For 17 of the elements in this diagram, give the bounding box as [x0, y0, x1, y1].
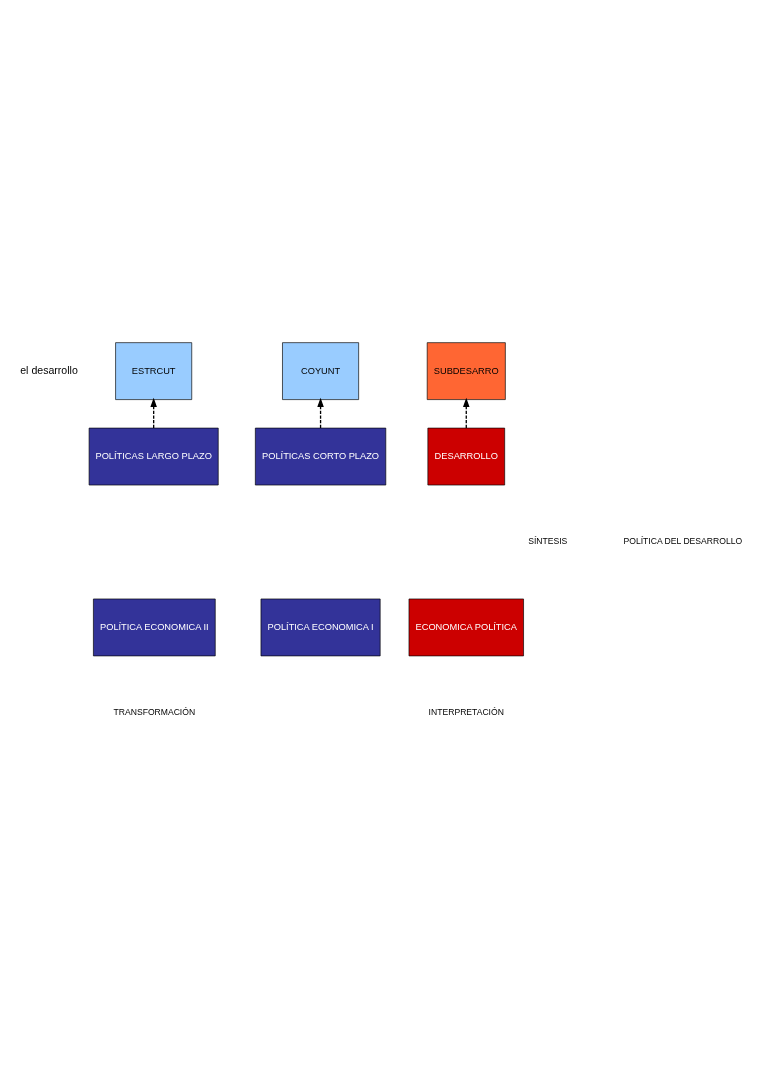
arrow [317, 397, 324, 429]
label: SÍNTESIS [528, 536, 568, 547]
label: el desarrollo [20, 363, 78, 376]
node-box: POLÍTICA ECONOMICA I [260, 598, 381, 657]
node-box: POLÍTICA ECONOMICA II [93, 598, 216, 657]
node-box: POLÍTICAS LARGO PLAZO [88, 427, 219, 486]
node-box: DESARROLLO [427, 427, 505, 486]
node-box: ECONOMICA POLÍTICA [408, 598, 524, 657]
label: POLÍTICA DEL DESARROLLO [623, 536, 743, 547]
node-box: ESTRCUT [115, 342, 193, 400]
node-box: POLÍTICAS CORTO PLAZO [255, 427, 387, 486]
arrow [150, 397, 157, 429]
node-box: SUBDESARRO [426, 342, 506, 400]
node-box: COYUNT [282, 342, 359, 400]
arrow [463, 397, 470, 429]
label: TRANSFORMACIÓN [113, 707, 196, 718]
label: INTERPRETACIÓN [428, 707, 504, 718]
